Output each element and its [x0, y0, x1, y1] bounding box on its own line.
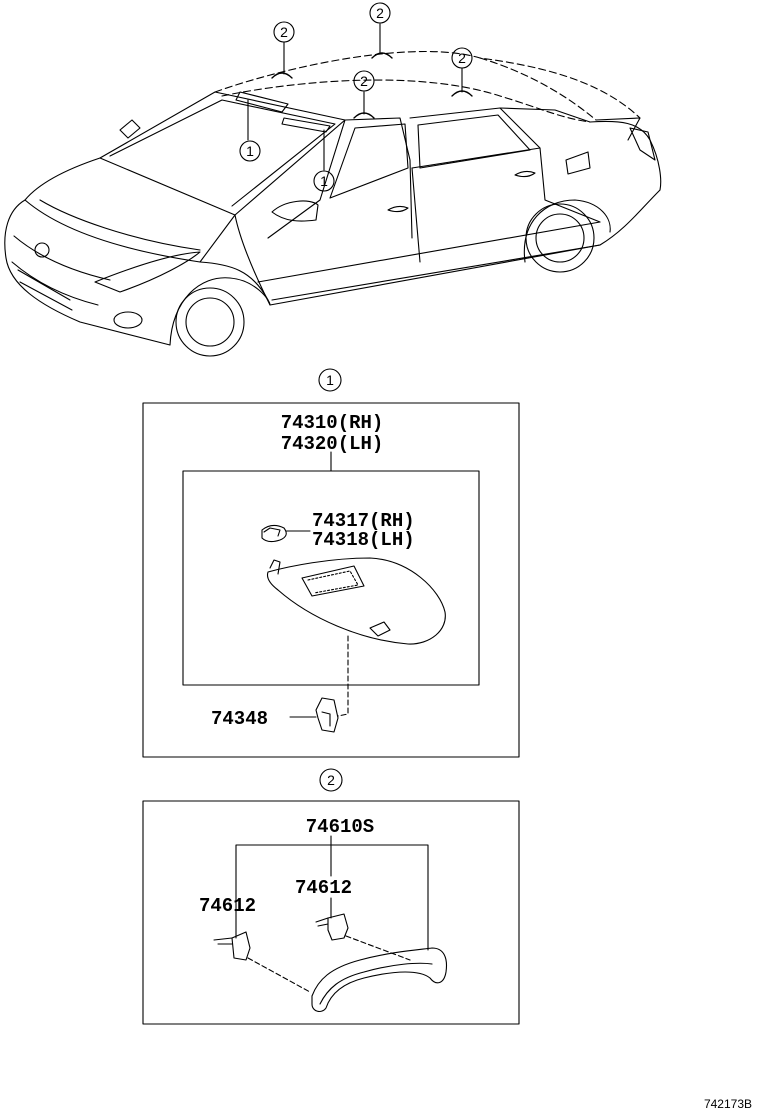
- part-number-holder-lh: 74318(LH): [312, 529, 415, 551]
- callout-label: 1: [246, 143, 254, 159]
- figure-id: 742173B: [704, 1097, 752, 1111]
- part-number-cover-right: 74612: [295, 877, 352, 899]
- part-number-cover-left: 74612: [199, 895, 256, 917]
- callout-label: 2: [360, 73, 368, 89]
- callout-label: 2: [376, 5, 384, 21]
- section1-callout: 1: [326, 372, 334, 388]
- callout-label: 2: [280, 24, 288, 40]
- callout-label: 1: [320, 173, 328, 189]
- callout-circles-car: [239, 2, 473, 192]
- callout-label: 2: [458, 50, 466, 66]
- part-number-main-lh: 74320(LH): [281, 433, 384, 455]
- part-number-grip-assy: 74610S: [306, 816, 374, 838]
- section2-frame: [142, 768, 520, 1025]
- car-illustration: [4, 23, 662, 357]
- section2-callout: 2: [327, 772, 335, 788]
- part-number-holder-rh: 74317(RH): [312, 510, 415, 532]
- part-number-clip: 74348: [211, 708, 268, 730]
- part-number-main-rh: 74310(RH): [281, 412, 384, 434]
- section1-frame: [142, 368, 520, 758]
